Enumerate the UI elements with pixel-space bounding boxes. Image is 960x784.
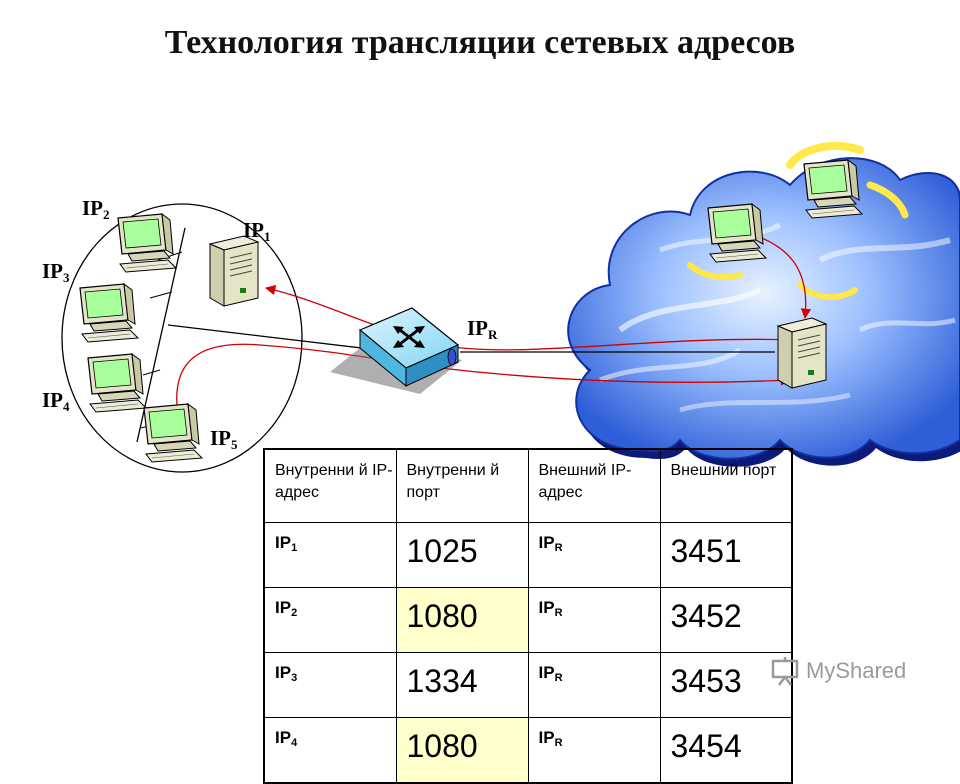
computer-ip4 (87, 353, 147, 413)
computer-ip5 (143, 403, 203, 463)
label-ip1: IP1 (243, 218, 271, 244)
label-ipr: IPR (467, 316, 498, 342)
internet-cloud (567, 141, 960, 467)
label-ip5: IP5 (210, 426, 238, 452)
cell-external-port: 3454 (659, 717, 793, 784)
cell-internal-port: 1334 (395, 652, 529, 718)
nat-diagram (61, 141, 960, 473)
nat-translation-table: Внутренни й IP-адрес Внутренни й порт Вн… (263, 448, 793, 784)
cell-internal-ip: IP2 (263, 587, 397, 653)
nat-router (330, 307, 462, 394)
slide-title: Технология трансляции сетевых адресов (164, 24, 796, 61)
cell-external-port: 3452 (659, 587, 793, 653)
cell-external-port: 3453 (659, 652, 793, 718)
server-ip1 (209, 235, 259, 307)
header-external-port: Внешний порт (659, 448, 793, 523)
cell-internal-port-highlighted: 1080 (395, 717, 529, 784)
watermark: MyShared (770, 656, 906, 686)
cell-external-ip: IPR (527, 717, 661, 784)
lan-router-link (167, 324, 396, 353)
cell-internal-port: 1025 (395, 522, 529, 588)
remote-computer-left (707, 203, 767, 263)
cell-external-ip: IPR (527, 587, 661, 653)
cell-internal-ip: IP1 (263, 522, 397, 588)
header-external-ip: Внешний IP-адрес (527, 448, 661, 523)
presentation-board-icon (771, 657, 799, 686)
label-ip4: IP4 (42, 388, 70, 414)
cell-internal-ip: IP3 (263, 652, 397, 718)
cell-internal-port-highlighted: 1080 (395, 587, 529, 653)
computer-ip2 (117, 213, 177, 273)
remote-server (777, 317, 827, 389)
table-row: IP4 1080 IPR 3454 (263, 717, 793, 784)
header-internal-port: Внутренни й порт (395, 448, 529, 523)
watermark-text: MyShared (806, 658, 907, 683)
label-ip3: IP3 (42, 259, 70, 285)
packet-path-inbound (264, 284, 801, 351)
table-row: IP3 1334 IPR 3453 (263, 652, 793, 718)
table-row: IP1 1025 IPR 3451 (263, 522, 793, 588)
label-ip2: IP2 (82, 196, 110, 222)
header-internal-ip: Внутренни й IP-адрес (263, 448, 397, 523)
cell-external-port: 3451 (659, 522, 793, 588)
cell-external-ip: IPR (527, 522, 661, 588)
table-header-row: Внутренни й IP-адрес Внутренни й порт Вн… (263, 448, 793, 523)
remote-computer-top (803, 159, 863, 219)
cell-internal-ip: IP4 (263, 717, 397, 784)
cell-external-ip: IPR (527, 652, 661, 718)
computer-ip3 (79, 283, 139, 343)
table-row: IP2 1080 IPR 3452 (263, 587, 793, 653)
local-network-boundary (61, 203, 303, 473)
